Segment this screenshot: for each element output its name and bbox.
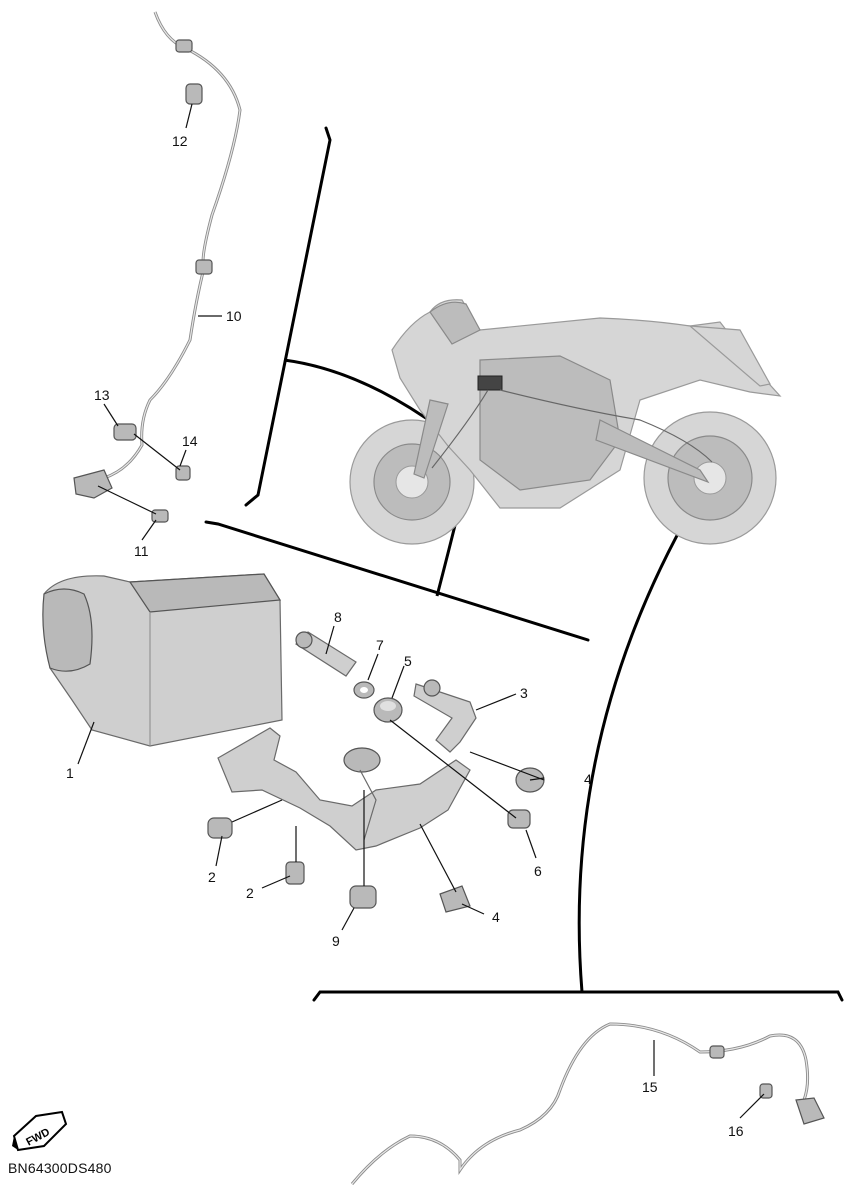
collar-6 xyxy=(507,809,531,829)
callout-9: 9 xyxy=(332,933,340,949)
callout-4-lower: 4 xyxy=(492,909,500,925)
washer-7 xyxy=(353,681,375,699)
callout-5: 5 xyxy=(404,653,412,669)
callout-leaders xyxy=(77,103,765,1119)
bolt-11 xyxy=(97,485,169,523)
callout-15: 15 xyxy=(642,1079,658,1095)
front-sensor-lead xyxy=(73,11,242,499)
callout-13: 13 xyxy=(94,387,110,403)
bracket-3 xyxy=(413,679,477,753)
section-bracket-front-sensor xyxy=(244,126,332,507)
callout-1: 1 xyxy=(66,765,74,781)
bolt-14 xyxy=(133,433,191,481)
clip-12 xyxy=(185,83,203,105)
mounting-bracket-plate xyxy=(217,727,471,851)
callout-3: 3 xyxy=(520,685,528,701)
abs-hydraulic-unit xyxy=(42,573,283,747)
fwd-arrow-icon: FWD xyxy=(12,1110,68,1152)
motorcycle-illustration xyxy=(349,299,782,545)
callout-16: 16 xyxy=(728,1123,744,1139)
callout-11: 11 xyxy=(134,543,149,559)
callout-6: 6 xyxy=(534,863,542,879)
grommet-9 xyxy=(349,885,377,909)
rear-sensor-lead xyxy=(350,1022,825,1185)
arrow-rear-sensor-location xyxy=(577,472,714,993)
callout-12: 12 xyxy=(172,133,188,149)
callout-8: 8 xyxy=(334,609,342,625)
bolt-2-upper xyxy=(207,817,233,839)
grommet-5 xyxy=(373,697,403,723)
bolt-2-lower xyxy=(285,861,305,885)
callout-14: 14 xyxy=(182,433,198,449)
diagram-code: BN64300DS480 xyxy=(8,1160,112,1176)
callout-4-upper: 4 xyxy=(584,771,592,787)
section-bracket-rear-sensor xyxy=(312,990,844,1002)
callout-10: 10 xyxy=(226,308,242,324)
section-bracket-abs-unit xyxy=(204,520,590,642)
callout-2-upper: 2 xyxy=(208,869,216,885)
callout-7: 7 xyxy=(376,637,384,653)
clip-13 xyxy=(113,423,137,441)
callout-2-lower: 2 xyxy=(246,885,254,901)
